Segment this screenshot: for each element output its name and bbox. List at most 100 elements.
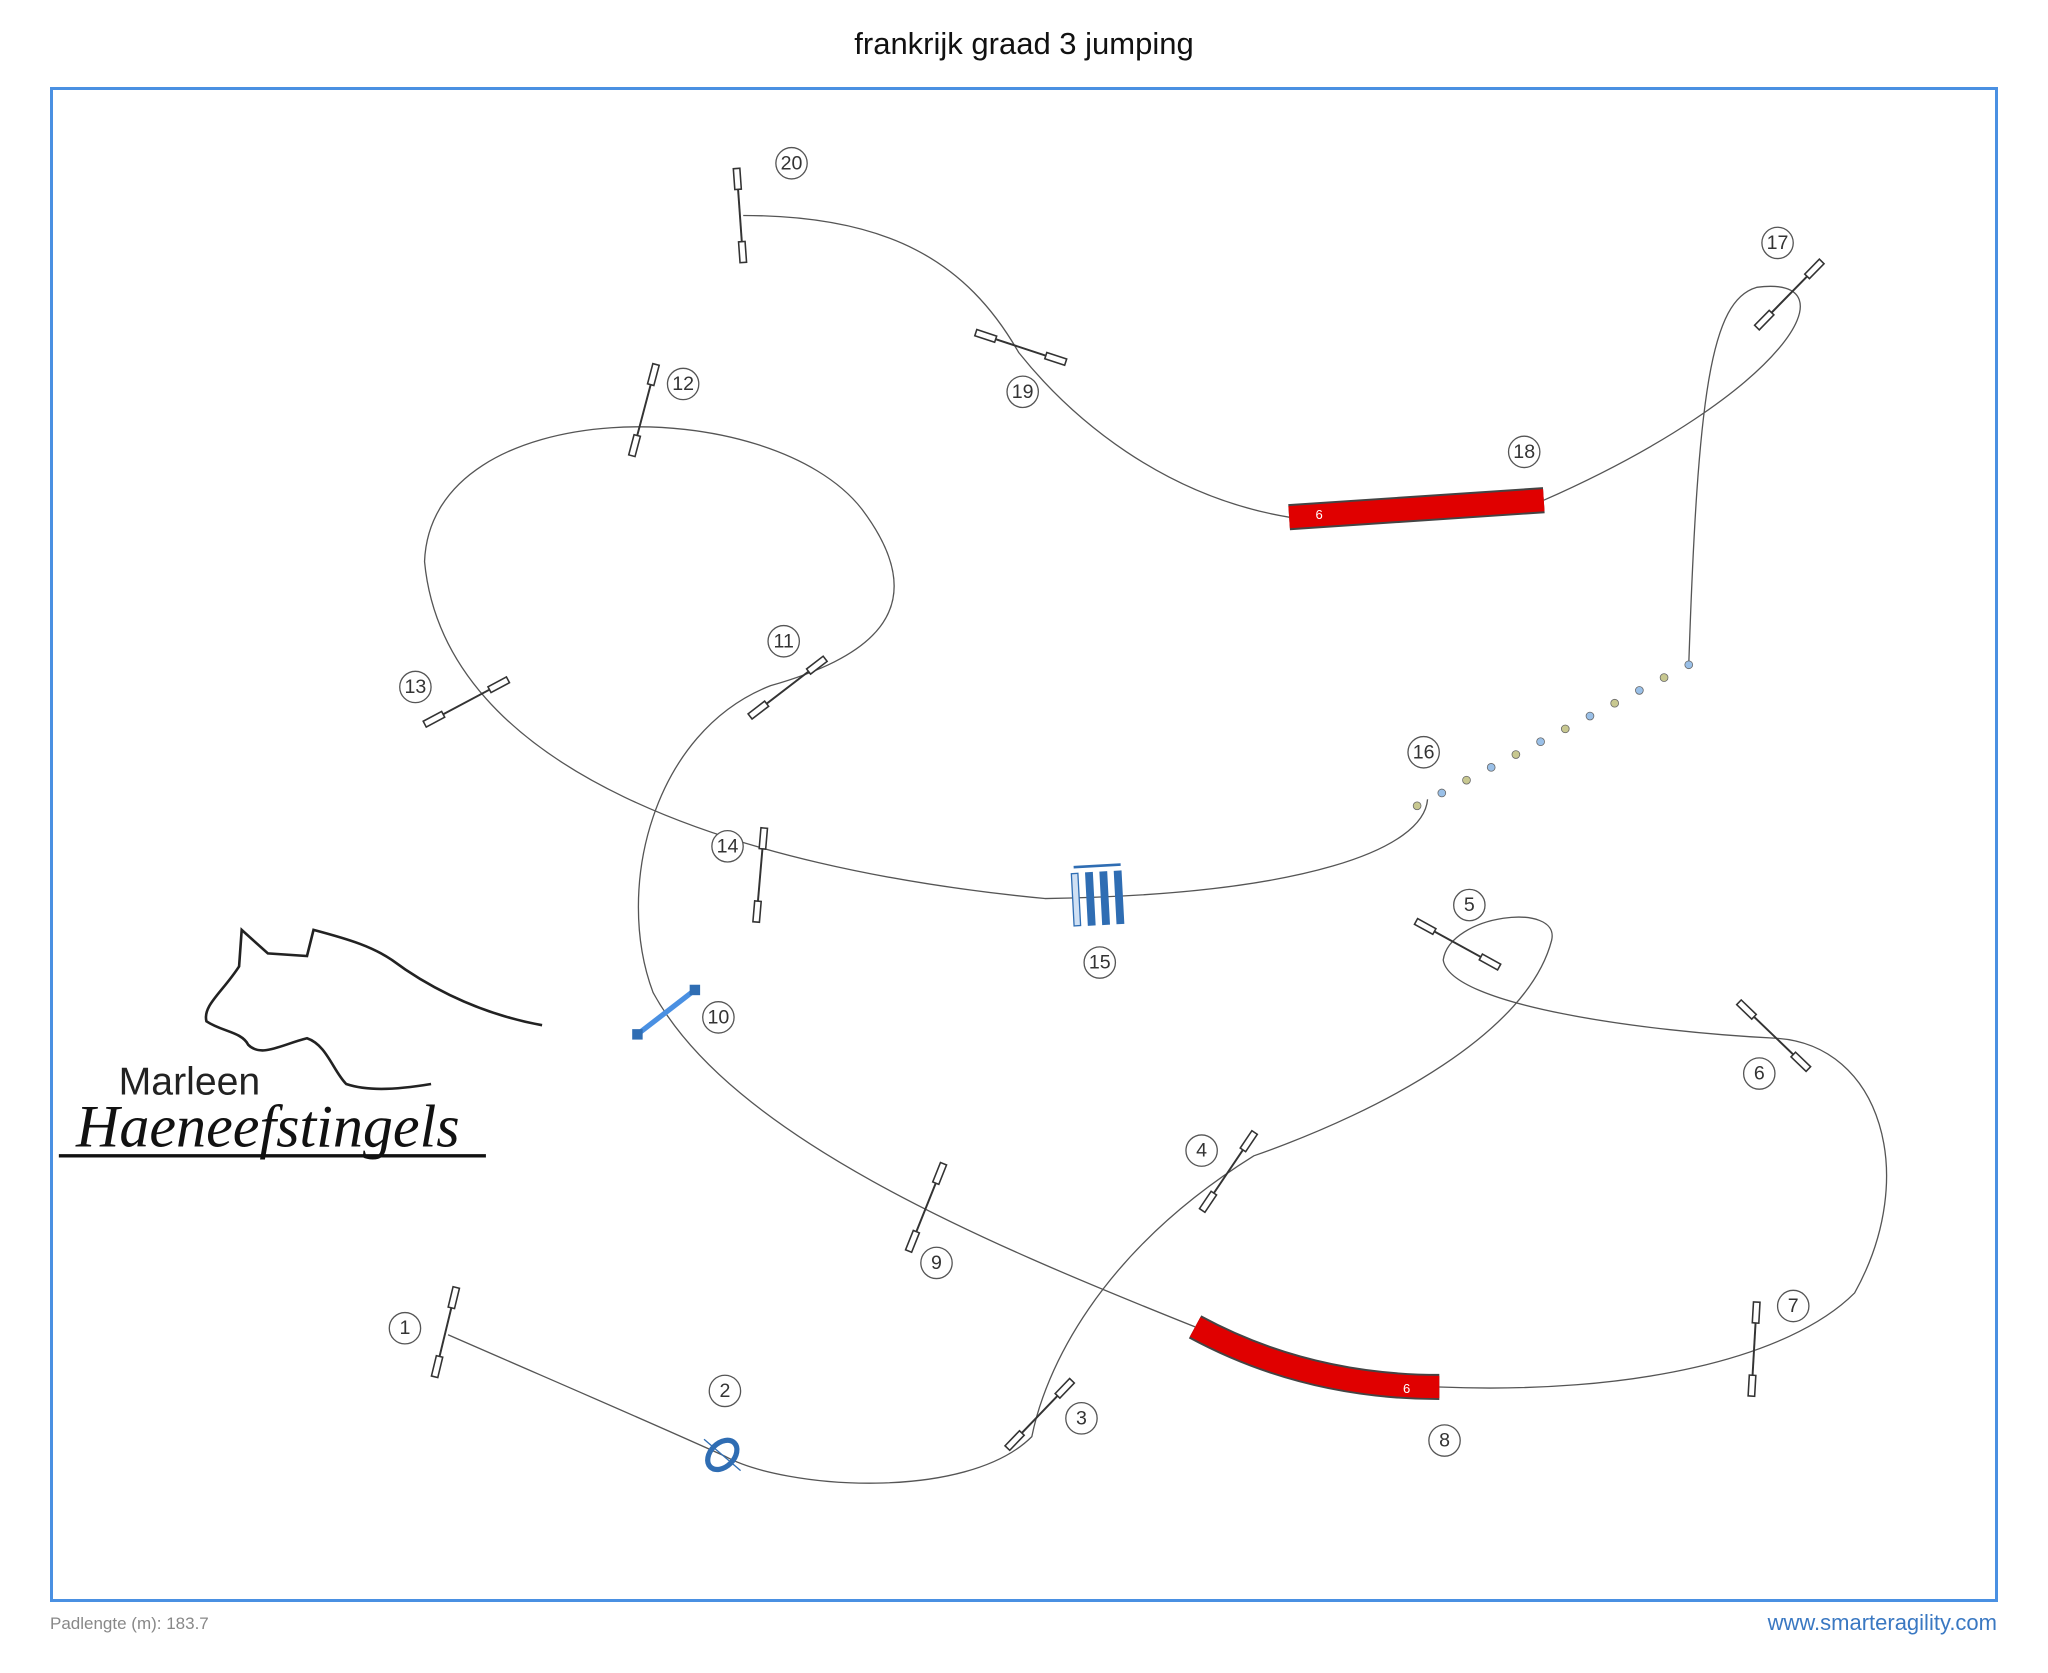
obstacle-5-jump[interactable]: 5	[1413, 888, 1502, 971]
obstacle-11-jump[interactable]: 11	[746, 624, 829, 721]
obstacle-number: 14	[717, 835, 739, 857]
obstacle-18-tunnel[interactable]: 6 18	[1288, 435, 1545, 531]
obstacle-number: 6	[1754, 1063, 1765, 1085]
weave-pole	[1462, 775, 1471, 785]
number-badge	[666, 367, 700, 401]
obstacle-9-jump[interactable]: 9	[904, 1161, 953, 1280]
obstacle-number: 3	[1076, 1407, 1087, 1429]
jump-wing	[732, 167, 743, 191]
obstacle-3-jump[interactable]: 3	[1003, 1377, 1098, 1452]
number-badge	[702, 1001, 735, 1034]
path-length: Padlengte (m): 183.7	[50, 1614, 209, 1633]
jump-wing	[1751, 1301, 1761, 1324]
number-badge	[1453, 888, 1486, 922]
jump-wing	[422, 710, 446, 729]
jump-wing	[1003, 1429, 1026, 1452]
tire-icon	[705, 1437, 740, 1473]
tire-frame	[703, 1438, 742, 1472]
number-badge	[1083, 946, 1117, 979]
jump-wing	[737, 240, 748, 264]
obstacle-1-jump[interactable]: 1	[388, 1285, 461, 1379]
weave-pole	[1560, 724, 1570, 734]
wall-end	[689, 984, 701, 996]
obstacle-number: 15	[1089, 952, 1111, 974]
jump-wing	[1198, 1190, 1218, 1214]
long-jump-plank	[1085, 871, 1096, 926]
number-badge	[708, 1374, 742, 1408]
arrow-right-icon	[1073, 863, 1121, 869]
logo: Marleen Haeneefstingels	[58, 927, 543, 1160]
number-badge	[1065, 1402, 1098, 1435]
obstacle-8-tunnel[interactable]: 68	[1188, 1315, 1461, 1457]
weave-pole	[1511, 750, 1521, 759]
jump-wing	[758, 826, 769, 850]
obstacle-number: 19	[1012, 381, 1034, 403]
obstacle-number: 1	[400, 1317, 411, 1339]
obstacle-2-tire[interactable]: 2	[702, 1374, 743, 1475]
number-badge	[388, 1311, 422, 1345]
jump-wing	[752, 900, 763, 924]
long-jump-plank	[1099, 871, 1110, 926]
obstacle-16-weave-poles[interactable]: 16	[1407, 660, 1694, 811]
obstacle-number: 8	[1439, 1430, 1450, 1452]
jump-wing	[627, 433, 642, 458]
jump-wing	[1043, 351, 1068, 367]
obstacle-13-jump[interactable]: 13	[399, 670, 511, 729]
number-badge	[767, 624, 801, 658]
website-link[interactable]: www.smarteragility.com	[1767, 1610, 1997, 1635]
tunnel-length: 6	[1316, 507, 1323, 522]
obstacle-20-jump[interactable]: 20	[732, 146, 808, 264]
jump-wing	[1054, 1377, 1076, 1400]
obstacle-4-jump[interactable]: 4	[1185, 1129, 1259, 1214]
jump-wing	[1753, 309, 1775, 331]
obstacle-number: 7	[1788, 1295, 1799, 1317]
dog-head-icon	[204, 927, 543, 1091]
tunnel-length: 6	[1403, 1381, 1410, 1396]
obstacle-12-jump[interactable]: 12	[627, 362, 700, 458]
number-badge	[1776, 1289, 1810, 1323]
jump-wing	[1747, 1374, 1757, 1398]
number-badge	[1761, 226, 1794, 260]
jump-wing	[973, 328, 998, 344]
number-badge	[1407, 735, 1440, 769]
obstacle-number: 10	[708, 1006, 730, 1028]
obstacle-number: 18	[1513, 441, 1535, 463]
weave-pole	[1684, 660, 1694, 670]
obstacle-6-jump[interactable]: 6	[1735, 998, 1812, 1090]
logo-last-name: Haeneefstingels	[75, 1093, 460, 1160]
weave-pole	[1486, 763, 1496, 772]
course-title: frankrijk graad 3 jumping	[854, 26, 1194, 61]
obstacle-number: 17	[1767, 232, 1789, 254]
obstacle-7-jump[interactable]: 7	[1747, 1289, 1810, 1398]
number-badge	[920, 1246, 953, 1280]
number-badge	[1428, 1424, 1461, 1457]
obstacle-number: 11	[774, 630, 794, 652]
wall-icon	[635, 987, 697, 1037]
number-badge	[1006, 375, 1040, 409]
jump-wing	[447, 1285, 461, 1310]
weave-pole	[1437, 788, 1447, 798]
tunnel-body	[1288, 489, 1545, 529]
jump-wing	[1735, 998, 1758, 1021]
obstacle-number: 9	[931, 1252, 942, 1274]
tunnel-body	[1189, 1317, 1440, 1399]
jump-wing	[646, 362, 661, 387]
wall-end	[632, 1029, 643, 1040]
obstacle-14-jump[interactable]: 14	[711, 826, 769, 924]
jump-wing	[805, 655, 829, 676]
jump-wing	[1789, 1051, 1812, 1073]
number-badge	[1742, 1057, 1776, 1090]
obstacle-15-long-jump[interactable]: 15	[1070, 863, 1125, 979]
jump-wing	[904, 1229, 921, 1254]
jump-wing	[1478, 953, 1502, 971]
jump-wing	[1239, 1129, 1259, 1153]
number-badge	[399, 670, 432, 704]
long-jump-plank	[1113, 870, 1125, 925]
obstacle-19-jump[interactable]: 19	[973, 328, 1068, 409]
number-badge	[711, 829, 744, 863]
obstacle-17-jump[interactable]: 17	[1753, 226, 1826, 331]
dog-path	[423, 214, 1888, 1484]
obstacle-10-wall[interactable]: 10	[632, 984, 735, 1040]
course-field	[50, 87, 1998, 1602]
